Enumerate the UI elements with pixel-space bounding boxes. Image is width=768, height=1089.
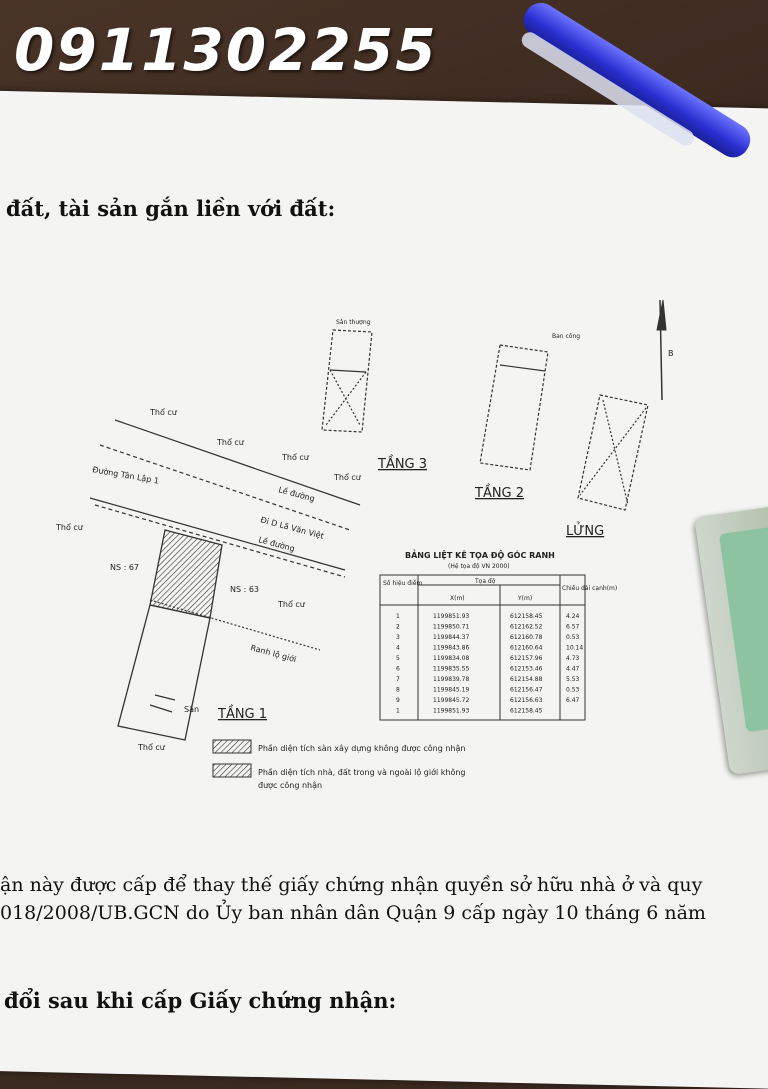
table-cell-x: 1199839.78 — [433, 676, 469, 683]
phone-number-overlay: 0911302255 — [14, 16, 438, 84]
table-cell-p: 2 — [396, 624, 400, 631]
table-cell-len: 4.24 — [566, 613, 580, 620]
table-cell-p: 9 — [396, 697, 400, 704]
paragraph-line-2: 018/2008/UB.GCN do Ủy ban nhân dân Quận … — [0, 902, 706, 924]
legend-swatch-2 — [212, 763, 252, 778]
north-arrow — [656, 299, 667, 401]
table-cell-y: 612162.52 — [510, 624, 543, 631]
table-cell-len: 6.57 — [566, 624, 580, 631]
table-cell-p: 1 — [396, 708, 400, 715]
tho-cu-label-6: Thổ cư — [277, 599, 306, 609]
table-cell-len: 0.53 — [566, 634, 580, 641]
ban-cong-label: Ban công — [552, 333, 580, 340]
lung-title: LỬNG — [566, 522, 604, 539]
san-thuong-label: Sân thượng — [336, 319, 371, 326]
table-cell-len: 10.14 — [566, 645, 583, 652]
legend-swatch-1 — [212, 739, 252, 754]
legend — [212, 739, 252, 778]
table-cell-x: 1199851.93 — [433, 708, 469, 715]
table-cell-y: 612153.46 — [510, 666, 543, 673]
san-label: Sân — [184, 705, 199, 714]
site-plan-drawing: Sân thượng Ban công B Thổ cư Thổ cư Thổ … — [55, 299, 674, 791]
table-cell-y: 612160.64 — [510, 645, 543, 652]
table-cell-p: 3 — [396, 634, 400, 641]
tang2-title: TẦNG 2 — [474, 484, 524, 501]
tho-cu-label-2: Thổ cư — [216, 437, 245, 447]
table-cell-x: 1199835.55 — [433, 666, 469, 673]
tho-cu-label-1: Thổ cư — [149, 407, 178, 417]
tang1-plot — [117, 529, 223, 741]
ns63-label: NS : 63 — [230, 585, 259, 594]
header-coord: Tọa độ — [474, 578, 496, 585]
section-heading: đất, tài sản gắn liền với đất: — [6, 196, 336, 221]
table-cell-len: 4.73 — [566, 655, 580, 662]
table-cell-p: 4 — [396, 645, 400, 652]
tho-cu-label-3: Thổ cư — [281, 452, 310, 462]
header-x: X(m) — [450, 595, 465, 602]
table-cell-y: 612156.47 — [510, 687, 543, 694]
table-cell-x: 1199850.71 — [433, 624, 469, 631]
lung-plan — [577, 394, 649, 511]
table-cell-p: 6 — [396, 666, 400, 673]
table-title: BẢNG LIỆT KÊ TỌA ĐỘ GÓC RANH — [405, 549, 555, 560]
table-cell-p: 7 — [396, 676, 400, 683]
table-cell-x: 1199845.19 — [433, 687, 469, 694]
legend-item-2-line2: được công nhận — [258, 780, 322, 791]
legend-item-2-line1: Phần diện tích nhà, đất trong và ngoài l… — [258, 767, 466, 777]
tho-cu-label-4: Thổ cư — [333, 472, 362, 482]
table-cell-p: 5 — [396, 655, 400, 662]
table-subtitle: (Hệ tọa độ VN 2000) — [448, 563, 510, 570]
ranh-lo-gioi-label: Ranh lộ giới — [249, 642, 297, 664]
table-cell-x: 1199845.72 — [433, 697, 469, 704]
table-cell-x: 1199834.08 — [433, 655, 469, 662]
table-cell-y: 612158.45 — [510, 613, 543, 620]
table-cell-x: 1199844.37 — [433, 634, 469, 641]
paragraph-line-1: ận này được cấp để thay thế giấy chứng n… — [0, 874, 703, 896]
table-cell-p: 1 — [396, 613, 400, 620]
table-cell-x: 1199843.86 — [433, 645, 469, 652]
table-cell-y: 612160.78 — [510, 634, 543, 641]
table-cell-len: 6.47 — [566, 697, 580, 704]
table-cell-y: 612157.96 — [510, 655, 543, 662]
table-cell-len: 5.53 — [566, 676, 580, 683]
ns67-label: NS : 67 — [110, 563, 139, 572]
header-point: Số hiệu điểm — [383, 580, 422, 587]
header-y: Y(m) — [517, 595, 532, 602]
tho-cu-label-7: Thổ cư — [137, 742, 166, 752]
tang1-title: TẦNG 1 — [217, 705, 267, 722]
table-cell-x: 1199851.93 — [433, 613, 469, 620]
tang3-title: TẦNG 3 — [377, 455, 427, 472]
tho-cu-label-5: Thổ cư — [55, 522, 84, 532]
table-cell-len: 0.53 — [566, 687, 580, 694]
tang3-plan — [321, 329, 373, 433]
coordinate-table: BẢNG LIỆT KÊ TỌA ĐỘ GÓC RANH (Hệ tọa độ … — [379, 549, 617, 721]
legend-item-1: Phần diện tích sàn xây dựng không được c… — [258, 743, 465, 754]
table-cell-y: 612158.45 — [510, 708, 543, 715]
north-arrow-label: B — [668, 349, 674, 358]
table-cell-len: 4.47 — [566, 666, 580, 673]
table-cell-y: 612156.63 — [510, 697, 543, 704]
table-cell-y: 612154.88 — [510, 676, 543, 683]
road-name-label: Đường Tân Lập 1 — [91, 464, 159, 487]
section-heading-bottom: đổi sau khi cấp Giấy chứng nhận: — [4, 988, 397, 1013]
header-length: Chiều dài cạnh(m) — [562, 584, 617, 592]
tang2-plan — [479, 344, 549, 471]
table-cell-p: 8 — [396, 687, 400, 694]
